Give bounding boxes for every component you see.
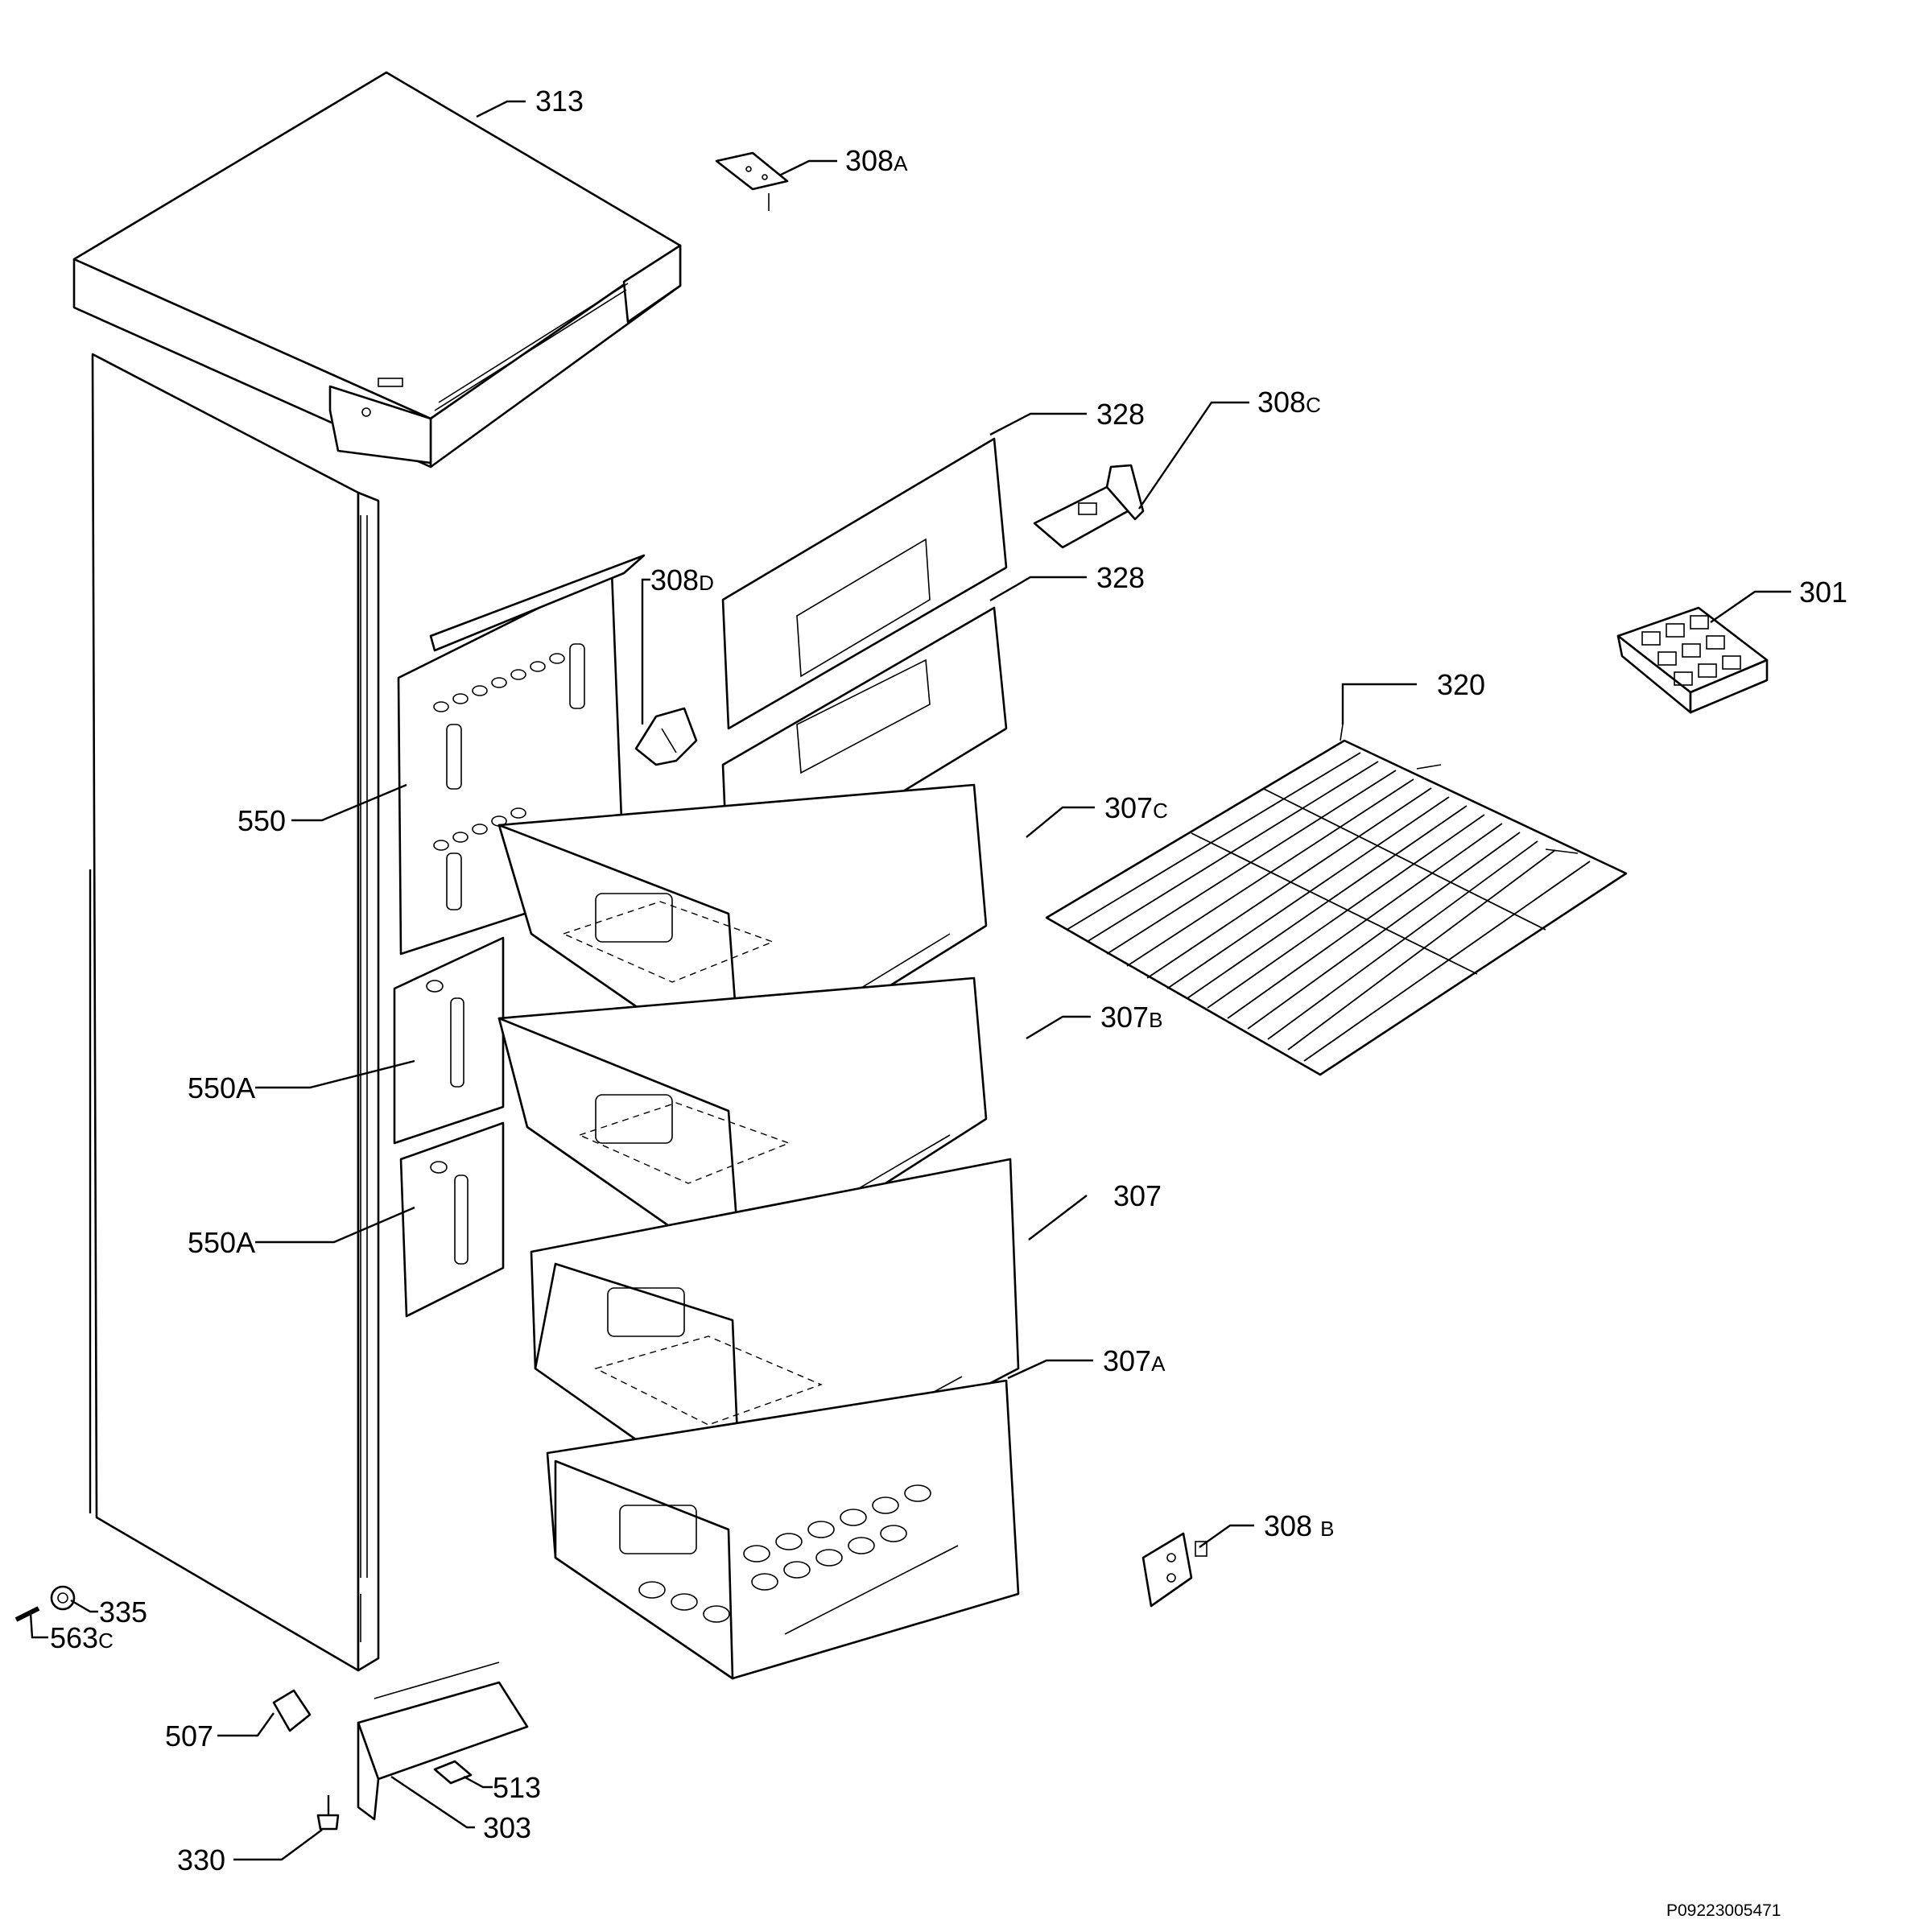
hinge-308a	[715, 151, 789, 211]
label-507: 507	[165, 1719, 213, 1752]
hinge-308b	[1141, 1532, 1208, 1608]
small-part-507	[272, 1689, 312, 1732]
label-328-lower: 328	[1096, 561, 1145, 594]
hinge-308d	[634, 707, 698, 766]
ice-tray	[1616, 606, 1769, 714]
callout-labels: 313 308A 308C 328 328 308D 301 320 550 3…	[50, 85, 1847, 1876]
label-307c: 307C	[1104, 791, 1168, 824]
small-part-563c	[14, 1606, 40, 1622]
label-313: 313	[535, 85, 584, 118]
leader-lines	[29, 100, 1791, 1861]
label-563c: 563C	[50, 1621, 114, 1654]
drawer-307a	[546, 1379, 1020, 1680]
label-308a: 308A	[845, 144, 908, 177]
wire-shelf	[1045, 724, 1628, 1076]
label-307b: 307B	[1100, 1001, 1162, 1034]
label-301: 301	[1799, 576, 1847, 609]
label-308c: 308C	[1257, 386, 1321, 419]
guide-panel-550a-upper	[393, 936, 505, 1145]
top-cover	[72, 71, 682, 469]
flap-328-upper	[721, 437, 1008, 730]
label-328-upper: 328	[1096, 398, 1145, 431]
small-part-513	[433, 1760, 473, 1785]
label-303: 303	[483, 1811, 531, 1844]
guide-panel-550a-lower	[399, 1121, 505, 1318]
label-550: 550	[237, 804, 286, 837]
label-308d: 308D	[650, 564, 714, 597]
label-330: 330	[177, 1843, 225, 1876]
label-335: 335	[99, 1596, 147, 1629]
label-550a-upper: 550A	[188, 1071, 255, 1104]
cabinet-body	[89, 353, 380, 1672]
drawing-code: P09223005471	[1666, 1901, 1781, 1920]
label-550a-lower: 550A	[188, 1226, 255, 1259]
hinge-308c	[1033, 464, 1145, 549]
label-307: 307	[1113, 1179, 1162, 1212]
label-307a: 307A	[1103, 1344, 1166, 1377]
label-320: 320	[1437, 668, 1485, 701]
base-plinth-303	[357, 1662, 529, 1821]
label-513: 513	[493, 1771, 541, 1804]
small-part-335	[50, 1585, 76, 1611]
screw-330	[316, 1795, 340, 1831]
